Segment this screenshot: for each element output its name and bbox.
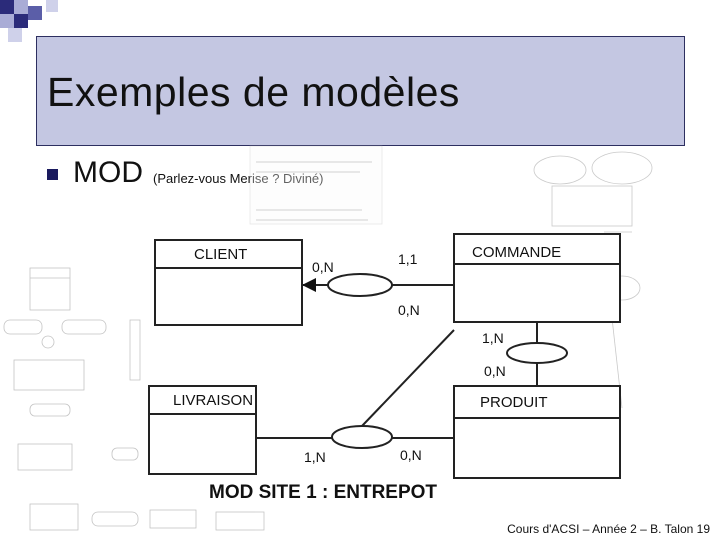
- bullet-square-icon: [47, 169, 58, 180]
- cardinality-produit: 0,N: [400, 447, 422, 463]
- corner-square-3: [28, 6, 42, 20]
- diagram-caption: MOD SITE 1 : ENTREPOT: [209, 482, 437, 503]
- title-banner: Exemples de modèles: [36, 36, 685, 146]
- corner-square-7: [46, 0, 58, 12]
- entity-commande: COMMANDE: [453, 233, 621, 323]
- entity-produit: PRODUIT: [453, 385, 621, 479]
- link-produit-diagonal: [361, 329, 455, 427]
- bullet-sub-text: (Parlez-vous Merise ? Diviné): [153, 171, 324, 186]
- corner-square-4: [0, 14, 14, 28]
- faint-sketch-left: [3, 267, 265, 531]
- entity-produit-label: PRODUIT: [480, 394, 548, 411]
- entity-client: CLIENT: [154, 239, 303, 326]
- cardinality-client: 0,N: [312, 259, 334, 275]
- corner-square-2: [14, 0, 28, 14]
- cardinality-livraison: 1,N: [304, 449, 326, 465]
- entity-client-label: CLIENT: [194, 246, 247, 263]
- faint-sketch-top: [249, 145, 383, 225]
- entity-livraison: LIVRAISON: [148, 385, 257, 475]
- arrowhead-icon: [302, 278, 316, 292]
- association-contient: [506, 342, 568, 364]
- slide-footer: Cours d'ACSI – Année 2 – B. Talon 19: [507, 522, 710, 536]
- cardinality-commande-below: 0,N: [398, 302, 420, 318]
- entity-commande-label: COMMANDE: [472, 244, 561, 261]
- association-passe: [327, 273, 393, 297]
- bullet-main-text: MOD: [73, 156, 143, 189]
- corner-square-6: [8, 28, 22, 42]
- entity-livraison-label: LIVRAISON: [173, 392, 253, 409]
- slide-title: Exemples de modèles: [47, 69, 460, 115]
- corner-square-1: [0, 0, 14, 14]
- cardinality-commande-produit-top: 1,N: [482, 330, 504, 346]
- corner-square-5: [14, 14, 28, 28]
- cardinality-commande-produit-bottom: 0,N: [484, 363, 506, 379]
- cardinality-commande: 1,1: [398, 251, 418, 267]
- association-livre: [331, 425, 393, 449]
